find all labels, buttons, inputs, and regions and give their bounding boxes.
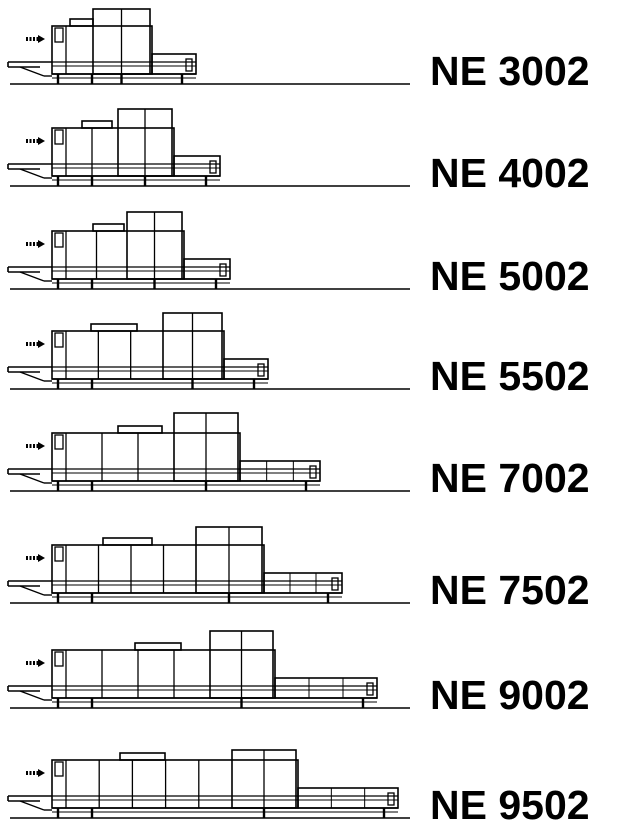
model-row: NE 9002 xyxy=(7,630,590,718)
outfeed-stop xyxy=(366,682,374,696)
model-row: NE 3002 xyxy=(7,8,590,94)
model-label: NE 5002 xyxy=(430,253,590,299)
infeed-table xyxy=(7,163,52,179)
infeed-table xyxy=(7,366,52,382)
model-row: NE 5502 xyxy=(7,312,590,399)
inlet-window xyxy=(54,27,64,43)
feed-direction-arrow-icon xyxy=(26,554,45,562)
outfeed-stop xyxy=(387,792,395,806)
model-label: NE 7502 xyxy=(430,567,590,613)
model-label: NE 9002 xyxy=(430,672,590,718)
inlet-window xyxy=(54,332,64,348)
infeed-slope xyxy=(19,800,45,811)
infeed-table xyxy=(7,580,52,596)
infeed-slope xyxy=(19,690,45,701)
top-cap xyxy=(92,223,125,232)
machine-body xyxy=(51,544,265,594)
feed-direction-arrow-icon xyxy=(26,659,45,667)
top-cap xyxy=(134,642,182,651)
model-label: NE 4002 xyxy=(430,150,590,196)
top-cap xyxy=(90,323,138,332)
infeed-slope xyxy=(19,168,45,179)
model-row: NE 7502 xyxy=(7,526,590,613)
infeed-slope xyxy=(19,473,45,484)
outfeed-stop xyxy=(185,58,193,72)
infeed-table xyxy=(7,685,52,701)
machine-body xyxy=(51,432,241,482)
inlet-window xyxy=(54,434,64,450)
infeed-slope xyxy=(19,271,45,282)
outfeed-table xyxy=(263,572,343,594)
infeed-slope xyxy=(19,371,45,382)
inlet-window xyxy=(54,546,64,562)
model-row: NE 7002 xyxy=(7,412,590,501)
model-row: NE 5002 xyxy=(7,211,590,299)
model-label: NE 5502 xyxy=(430,353,590,399)
infeed-table xyxy=(7,468,52,484)
model-label: NE 3002 xyxy=(430,48,590,94)
model-label: NE 7002 xyxy=(430,455,590,501)
infeed-table xyxy=(7,61,52,77)
outfeed-table xyxy=(274,677,378,699)
feed-direction-arrow-icon xyxy=(26,769,45,777)
machine-body xyxy=(51,230,185,280)
inlet-window xyxy=(54,761,64,777)
top-cap xyxy=(119,752,166,761)
infeed-table xyxy=(7,266,52,282)
top-cap xyxy=(102,537,153,546)
outfeed-stop xyxy=(209,160,217,174)
outfeed-stop xyxy=(309,465,317,479)
outfeed-stop xyxy=(331,577,339,591)
inlet-window xyxy=(54,651,64,667)
feed-direction-arrow-icon xyxy=(26,340,45,348)
outfeed-stop xyxy=(219,263,227,277)
top-cap xyxy=(81,120,113,129)
machine-body xyxy=(51,330,225,380)
feed-direction-arrow-icon xyxy=(26,137,45,145)
machine-body xyxy=(51,25,153,75)
feed-direction-arrow-icon xyxy=(26,35,45,43)
top-cap xyxy=(69,18,94,27)
infeed-table xyxy=(7,795,52,811)
infeed-slope xyxy=(19,66,45,77)
outfeed-table xyxy=(239,460,321,482)
outfeed-stop xyxy=(257,363,265,377)
machine-body xyxy=(51,759,299,809)
top-cap xyxy=(117,425,163,434)
infeed-slope xyxy=(19,585,45,596)
model-label: NE 9502 xyxy=(430,782,590,828)
feed-direction-arrow-icon xyxy=(26,240,45,248)
inlet-window xyxy=(54,129,64,145)
outfeed-table xyxy=(297,787,399,809)
model-row: NE 4002 xyxy=(7,108,590,196)
machine-body xyxy=(51,127,175,177)
feed-direction-arrow-icon xyxy=(26,442,45,450)
inlet-window xyxy=(54,232,64,248)
model-row: NE 9502 xyxy=(7,749,590,828)
